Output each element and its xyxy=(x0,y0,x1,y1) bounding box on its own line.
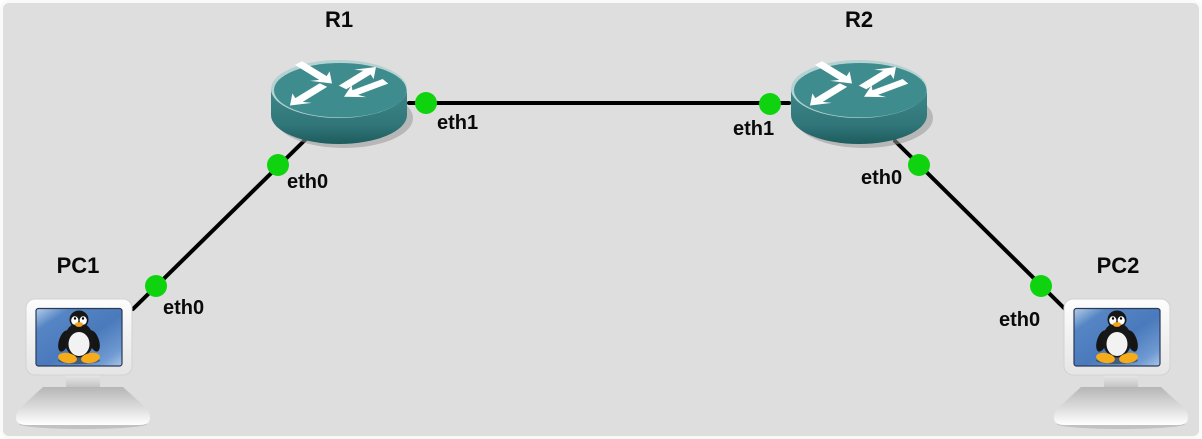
monitor-neck xyxy=(1104,373,1138,389)
node-label-pc2[interactable]: PC2 xyxy=(1096,253,1140,278)
port-status-dot-r1-eth0 xyxy=(267,154,289,176)
port-label-r2-eth0[interactable]: eth0 xyxy=(861,167,903,189)
port-label-pc2-eth0[interactable]: eth0 xyxy=(999,309,1041,331)
node-label-r1[interactable]: R1 xyxy=(324,7,354,32)
router-top-face xyxy=(794,63,927,118)
monitor-base xyxy=(16,387,150,425)
port-status-dot-r2-eth1 xyxy=(759,93,781,115)
router-icon-r1[interactable] xyxy=(265,53,413,153)
port-label-r1-eth0[interactable]: eth0 xyxy=(287,171,329,193)
node-label-r2[interactable]: R2 xyxy=(844,7,874,32)
router-icon-r2[interactable] xyxy=(785,53,933,153)
tux-icon xyxy=(58,310,100,364)
port-label-r2-eth1[interactable]: eth1 xyxy=(733,118,775,140)
monitor-neck xyxy=(66,373,100,389)
monitor-base xyxy=(1054,387,1188,425)
links-layer xyxy=(131,92,1068,312)
port-status-dot-pc1-eth0 xyxy=(145,275,167,297)
pc-icon-pc2[interactable] xyxy=(1051,291,1191,431)
port-label-r1-eth1[interactable]: eth1 xyxy=(437,112,479,134)
port-label-pc1-eth0[interactable]: eth0 xyxy=(163,297,205,319)
port-status-dot-pc2-eth0 xyxy=(1030,275,1052,297)
tux-icon xyxy=(1096,310,1138,364)
pc-icon-pc1[interactable] xyxy=(13,291,153,431)
port-status-dot-r1-eth1 xyxy=(415,92,437,114)
port-status-dot-r2-eth0 xyxy=(908,154,930,176)
node-label-pc1[interactable]: PC1 xyxy=(56,253,100,278)
router-top-face xyxy=(274,63,407,118)
